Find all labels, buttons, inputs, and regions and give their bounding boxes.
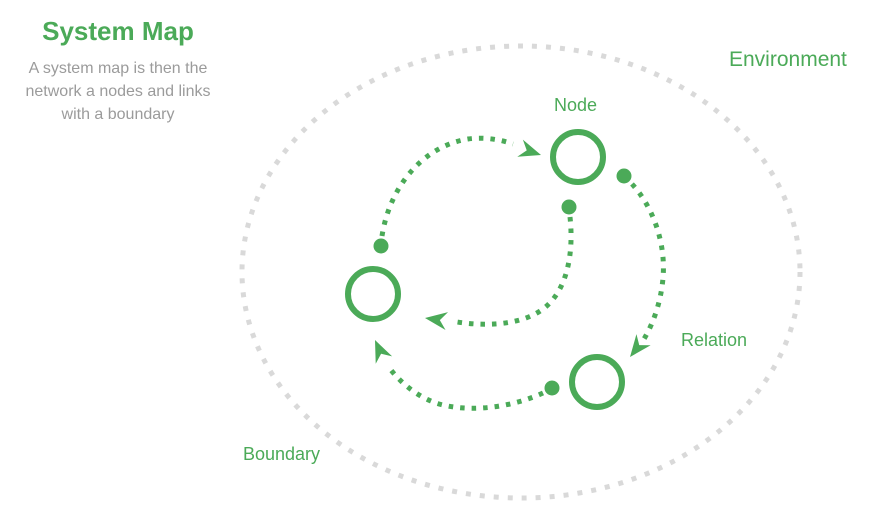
relation-top-to-left [425,199,577,330]
node-top [550,129,606,185]
relation-arrowhead-icon [517,139,541,157]
description-line: with a boundary [61,106,175,123]
relation-arrowhead-icon [630,334,651,357]
page-title: System Map [42,16,194,46]
relation-tail-dot [544,380,560,396]
boundary-label: Boundary [243,444,321,464]
relation-top-to-right [616,168,666,357]
relation-tail-dot [373,238,389,254]
relation-arrowhead-icon [375,340,393,364]
description-line: network a nodes and links [25,83,211,100]
relation-tail-dot [616,168,632,184]
node-bottom-right [569,354,625,410]
relation-left-to-top [373,135,541,254]
node-label: Node [554,95,598,115]
node-left [345,266,401,322]
relation-label: Relation [681,330,748,350]
boundary-ellipse [239,43,803,501]
relation-curve [379,135,514,237]
environment-label: Environment [729,48,847,71]
relation-curve [385,364,545,411]
relation-curve [630,182,666,341]
relation-curve [456,216,574,327]
relation-right-to-left [375,340,560,411]
title-block: System Map A system map is then the netw… [4,16,232,126]
page-description: A system map is then the network a nodes… [4,57,232,126]
relation-arrowhead-icon [425,312,449,330]
description-line: A system map is then the [28,60,208,77]
relation-tail-dot [561,199,577,215]
